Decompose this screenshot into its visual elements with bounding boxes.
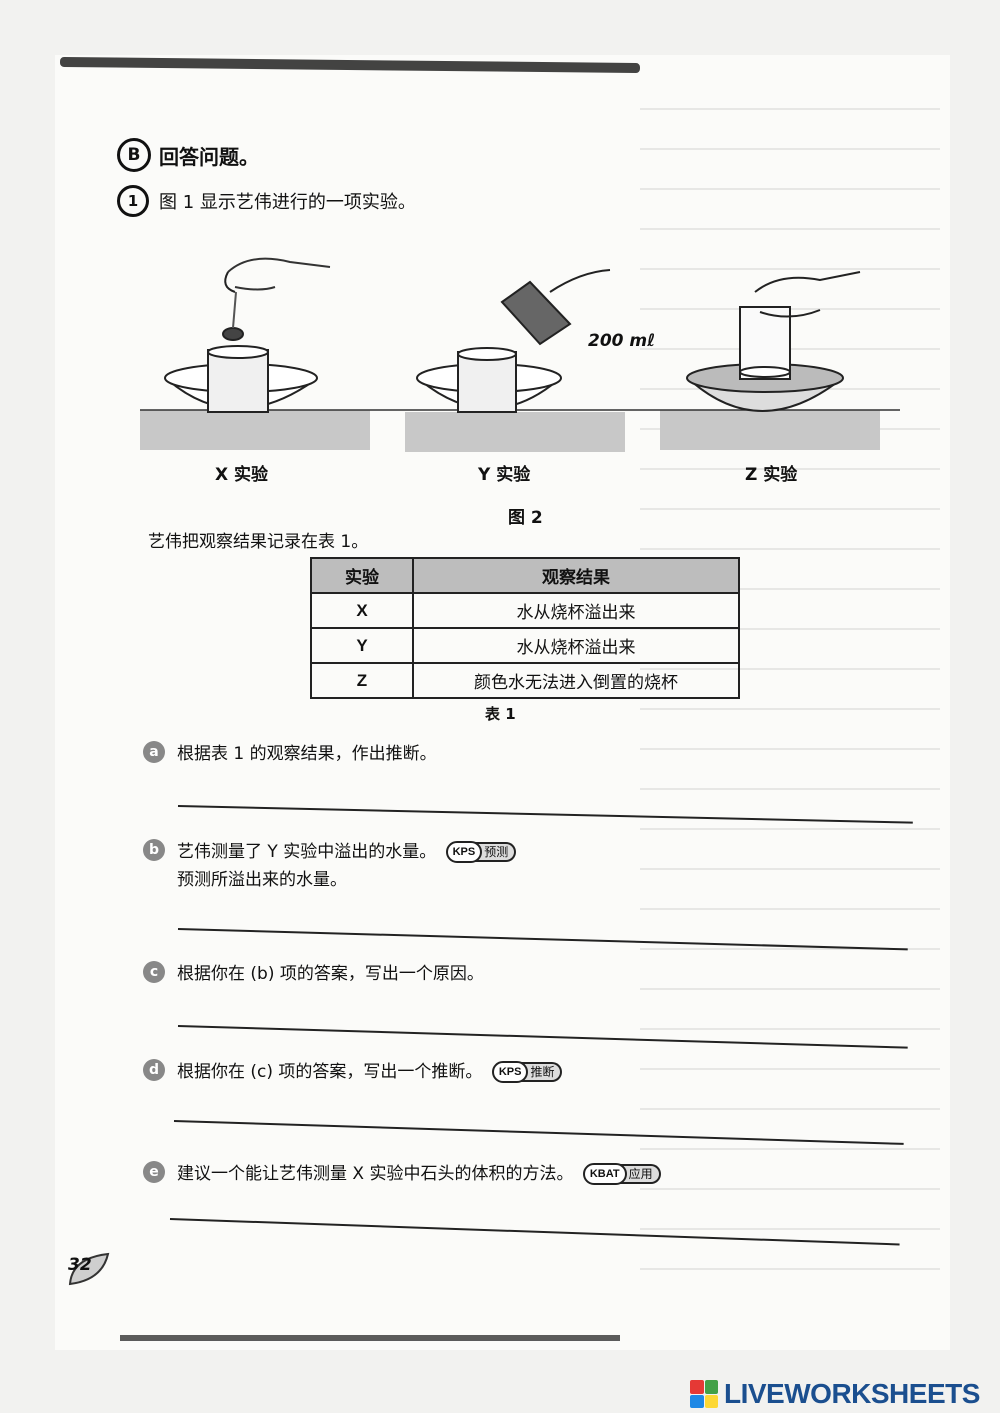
worksheet-page: [55, 55, 950, 1350]
brand-name: LIVEWORKSHEETS: [724, 1378, 980, 1409]
badge-tag: 推断: [520, 1062, 563, 1082]
table-row: Y 水从烧杯溢出来: [310, 627, 740, 664]
question-number: 1: [117, 185, 149, 217]
scan-edge-bottom: [120, 1335, 620, 1341]
experiment-illustration: [140, 257, 900, 452]
part-text: 艺伟测量了 Y 实验中溢出的水量。: [177, 842, 437, 862]
answer-e-input[interactable]: [172, 1202, 901, 1230]
answer-c-input[interactable]: [180, 1008, 909, 1036]
leaf-icon: [68, 1252, 110, 1286]
table-header: 观察结果: [412, 557, 740, 594]
experiment-z-label: Z 实验: [745, 465, 798, 485]
part-c: c 根据你在 (b) 项的答案，写出一个原因。: [143, 960, 484, 988]
part-letter: c: [143, 961, 165, 983]
question-1: 1 图 1 显示艺伟进行的一项实验。: [117, 185, 416, 217]
part-letter: d: [143, 1059, 165, 1081]
table-cell: Z: [310, 662, 414, 699]
part-text: 根据你在 (c) 项的答案，写出一个推断。: [177, 1062, 483, 1082]
part-b: b 艺伟测量了 Y 实验中溢出的水量。 KPS 预测 预测所溢出来的水量。: [143, 838, 517, 894]
table-header: 实验: [310, 557, 414, 594]
experiment-x-drawing: [164, 257, 331, 413]
table-surface-y: [405, 412, 625, 452]
part-text: 根据表 1 的观察结果，作出推断。: [177, 744, 437, 764]
table-row: Z 颜色水无法进入倒置的烧杯: [310, 662, 740, 699]
part-letter: e: [143, 1161, 165, 1183]
badge-code: KPS: [445, 841, 483, 863]
part-text: 根据你在 (b) 项的答案，写出一个原因。: [177, 964, 484, 984]
answer-d-input[interactable]: [176, 1105, 905, 1133]
badge-code: KPS: [491, 1061, 529, 1083]
table-surface-x: [140, 410, 370, 450]
section-title: 回答问题。: [159, 144, 259, 169]
page-number: 32: [68, 1255, 92, 1275]
part-subtext: 预测所溢出来的水量。: [177, 870, 347, 890]
liveworksheets-branding[interactable]: LIVEWORKSHEETS: [690, 1378, 980, 1410]
intro-text: 艺伟把观察结果记录在表 1。: [148, 532, 369, 552]
badge-tag: 预测: [474, 842, 517, 862]
table-cell: Y: [310, 627, 414, 664]
table-caption: 表 1: [485, 705, 516, 723]
question-text: 图 1 显示艺伟进行的一项实验。: [159, 192, 416, 213]
part-text: 建议一个能让艺伟测量 X 实验中石头的体积的方法。: [177, 1164, 574, 1184]
kbat-apply-badge: KBAT 应用: [582, 1163, 661, 1185]
kps-predict-badge: KPS 预测: [445, 841, 517, 863]
badge-code: KBAT: [582, 1163, 627, 1185]
figure-caption: 图 2: [508, 508, 543, 528]
experiment-y-drawing: [416, 269, 611, 413]
part-letter: b: [143, 839, 165, 861]
experiment-x-label: X 实验: [215, 465, 269, 485]
section-marker: B: [117, 138, 151, 172]
water-amount-label: 200 mℓ: [588, 331, 656, 351]
kps-infer-badge: KPS 推断: [491, 1061, 563, 1083]
table-row: X 水从烧杯溢出来: [310, 592, 740, 629]
table-cell: 水从烧杯溢出来: [412, 627, 740, 664]
part-letter: a: [143, 741, 165, 763]
experiment-z-drawing: [686, 271, 861, 412]
part-e: e 建议一个能让艺伟测量 X 实验中石头的体积的方法。 KBAT 应用: [143, 1160, 661, 1188]
experiment-y-label: Y 实验: [478, 465, 531, 485]
observation-table: 实验 观察结果 X 水从烧杯溢出来 Y 水从烧杯溢出来 Z 颜色水无法进入倒置的…: [310, 557, 740, 699]
table-surface-z: [660, 410, 880, 450]
part-a: a 根据表 1 的观察结果，作出推断。: [143, 740, 437, 768]
part-d: d 根据你在 (c) 项的答案，写出一个推断。 KPS 推断: [143, 1058, 563, 1086]
liveworksheets-logo-icon: [690, 1380, 718, 1408]
answer-b-input[interactable]: [180, 912, 909, 940]
table-cell: 水从烧杯溢出来: [412, 592, 740, 629]
table-header-row: 实验 观察结果: [310, 557, 740, 594]
table-cell: 颜色水无法进入倒置的烧杯: [412, 662, 740, 699]
table-cell: X: [310, 592, 414, 629]
section-header: B 回答问题。: [117, 138, 259, 172]
badge-tag: 应用: [618, 1164, 661, 1184]
